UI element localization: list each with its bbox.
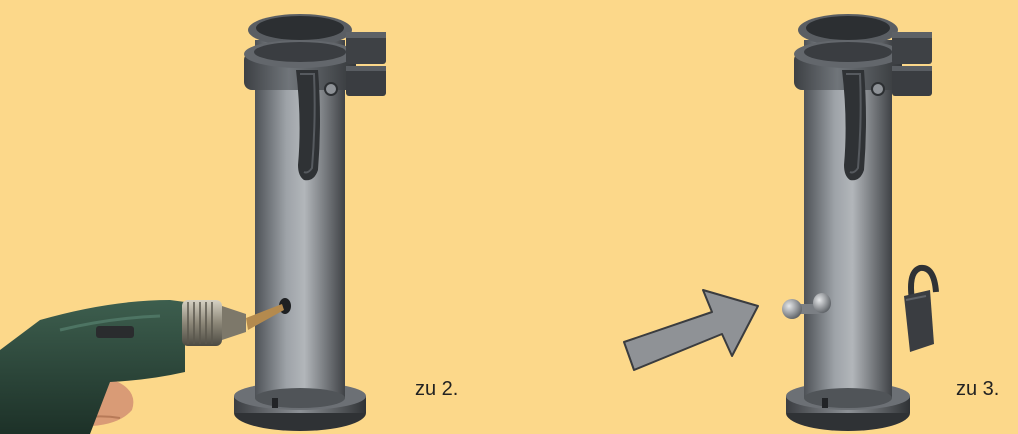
right-clamp-bolt <box>871 82 885 96</box>
left-clamp-lever <box>296 70 320 181</box>
drill-body <box>0 300 185 434</box>
power-drill <box>0 300 284 434</box>
left-clamp-bolt <box>324 82 338 96</box>
pin-ball <box>782 299 802 319</box>
left-tube-assembly <box>234 14 386 431</box>
pin-knob <box>813 293 831 313</box>
left-clamp-jaw-upper <box>346 32 386 64</box>
step-caption-right: zu 3. <box>956 378 1000 400</box>
right-clamp-jaw-lower <box>892 66 932 96</box>
right-clamp-jaw-upper <box>892 32 932 64</box>
drill-bit <box>246 304 284 330</box>
step-caption-left: zu 2. <box>415 378 459 400</box>
padlock <box>904 264 939 352</box>
right-clamp-lever <box>842 70 866 181</box>
left-clamp-jaw-lower <box>346 66 386 96</box>
direction-arrow <box>623 289 759 371</box>
locking-pin <box>782 293 831 319</box>
right-tube-assembly <box>782 14 939 431</box>
